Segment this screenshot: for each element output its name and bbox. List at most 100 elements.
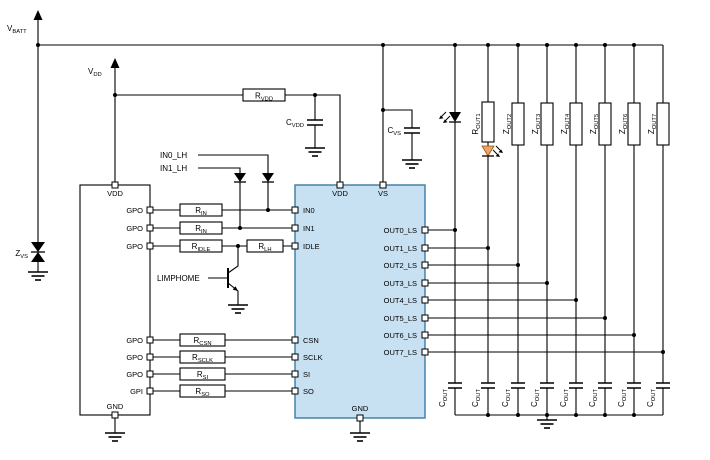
- mcu-gnd-pin-label: GND: [107, 402, 124, 411]
- zvs-label: ZVS: [15, 249, 28, 260]
- zout6-load: [627, 102, 641, 146]
- rin1-resistor: RIN: [179, 221, 223, 235]
- ic-pin-label: OUT5_LS: [384, 314, 417, 323]
- ic-pin-label: OUT0_LS: [384, 226, 417, 235]
- driver-ic-body: [294, 184, 426, 419]
- in0-diode: [262, 173, 274, 183]
- cout-label: COUT: [617, 389, 628, 407]
- limphome-label: LIMPHOME: [157, 274, 200, 283]
- svg-text:CVDD: CVDD: [286, 118, 304, 129]
- svg-text:CVS: CVS: [387, 126, 401, 137]
- ic-vs-pin-label: VS: [378, 189, 388, 198]
- zout-loads: ZOUT2 ZOUT3 ZOUT4 ZOUT5 ZOUT6 ZOUT7: [502, 102, 670, 146]
- zvs-tvs-diode: [31, 242, 45, 262]
- driver-ic-pins: [291, 181, 429, 422]
- out0-led: [439, 111, 461, 123]
- svg-text:ZOUT7: ZOUT7: [647, 114, 658, 134]
- ground-symbol: [104, 432, 126, 442]
- driver-ic-block: VDD VS GND IN0 IN1 IDLE CSN SCLK SI SO O…: [291, 181, 429, 422]
- vbatt-label: VBATT: [7, 24, 27, 35]
- in0-lh-label: IN0_LH: [160, 151, 187, 160]
- ic-pin-label: IN0: [303, 206, 315, 215]
- cout-label: COUT: [471, 389, 482, 407]
- mcu-pin-label: GPO: [126, 370, 143, 379]
- svg-text:ZOUT2: ZOUT2: [502, 114, 513, 134]
- mcu-pin-label: GPO: [126, 353, 143, 362]
- rlh-resistor: RLH: [246, 239, 284, 253]
- svg-text:ZOUT4: ZOUT4: [560, 113, 571, 134]
- svg-text:RIN: RIN: [195, 206, 207, 217]
- cout-label: COUT: [438, 389, 449, 407]
- led-emission-arrows-icon: [439, 111, 451, 123]
- ic-pin-label: CSN: [303, 336, 319, 345]
- ic-pin-label: SO: [303, 387, 314, 396]
- ic-gnd-pin-label: GND: [352, 404, 369, 413]
- rsi-resistor: RSI: [179, 367, 226, 381]
- zout2-load: [511, 102, 525, 146]
- ic-pin-label: IDLE: [303, 242, 320, 251]
- in1-lh-label: IN1_LH: [160, 164, 187, 173]
- zout7-load: [656, 102, 670, 146]
- mcu-pin-label: GPO: [126, 242, 143, 251]
- svg-text:ZOUT6: ZOUT6: [618, 114, 629, 134]
- ic-pin-label: OUT7_LS: [384, 348, 417, 357]
- vdd-supply-arrow-icon: [110, 58, 120, 68]
- cout-capacitors: COUT COUT COUT COUT COUT COUT COUT COUT: [438, 382, 670, 407]
- ground-symbol: [27, 271, 49, 281]
- led-emission-arrows-icon: [492, 145, 503, 157]
- ground-symbol: [304, 147, 326, 157]
- mcu-block: VDD GND GPO GPO GPO GPO GPO GPO GPI: [79, 181, 154, 419]
- cout-label: COUT: [588, 389, 599, 407]
- svg-text:RSCLK: RSCLK: [192, 353, 213, 364]
- svg-text:RIN: RIN: [195, 224, 207, 235]
- svg-text:RSO: RSO: [195, 387, 210, 398]
- mcu-pin-label: GPO: [126, 224, 143, 233]
- mcu-pin-label: GPO: [126, 206, 143, 215]
- cvs-capacitor: CVS: [387, 126, 420, 137]
- ground-symbol: [349, 432, 371, 442]
- rsclk-resistor: RSCLK: [179, 350, 226, 364]
- mcu-pin-label: GPO: [126, 336, 143, 345]
- ridle-resistor: RIDLE: [179, 239, 223, 253]
- rso-resistor: RSO: [179, 384, 226, 398]
- vbatt-supply-arrow-icon: [33, 10, 43, 20]
- cout-label: COUT: [530, 389, 541, 407]
- rin0-resistor: RIN: [179, 203, 223, 217]
- mcu-pins: [111, 181, 154, 419]
- junction-dots: [36, 43, 665, 417]
- ic-pin-label: OUT2_LS: [384, 261, 417, 270]
- rcsn-resistor: RCSN: [179, 333, 226, 347]
- rvdd-resistor: RVDD: [242, 88, 286, 103]
- svg-text:RSI: RSI: [197, 370, 209, 381]
- limphome-npn-transistor: [227, 268, 238, 291]
- ic-pin-label: OUT3_LS: [384, 279, 417, 288]
- ic-pin-label: SI: [303, 370, 310, 379]
- ic-pin-label: OUT4_LS: [384, 296, 417, 305]
- ic-pin-label: OUT1_LS: [384, 244, 417, 253]
- in1-diode: [234, 173, 246, 183]
- ground-symbol: [227, 304, 249, 314]
- mcu-body: [79, 184, 151, 416]
- ground-symbol: [536, 419, 558, 429]
- ic-pin-label: IN1: [303, 224, 315, 233]
- svg-text:ZOUT5: ZOUT5: [589, 114, 600, 134]
- out1-led: [481, 145, 503, 157]
- svg-text:ROUT1: ROUT1: [471, 113, 482, 134]
- zout5-load: [598, 102, 612, 146]
- ic-vdd-pin-label: VDD: [332, 189, 348, 198]
- cvdd-capacitor: CVDD: [286, 118, 323, 129]
- ground-symbol: [401, 159, 423, 169]
- svg-text:RLH: RLH: [258, 242, 271, 253]
- ic-pin-label: SCLK: [303, 353, 323, 362]
- svg-text:RVDD: RVDD: [255, 92, 273, 103]
- svg-text:ZOUT3: ZOUT3: [531, 114, 542, 134]
- cout-label: COUT: [559, 389, 570, 407]
- mcu-pin-label: GPI: [130, 387, 143, 396]
- zout3-load: [540, 102, 554, 146]
- mcu-vdd-pin-label: VDD: [107, 189, 123, 198]
- cout-label: COUT: [501, 389, 512, 407]
- zout4-load: [569, 102, 583, 146]
- ic-pin-label: OUT6_LS: [384, 331, 417, 340]
